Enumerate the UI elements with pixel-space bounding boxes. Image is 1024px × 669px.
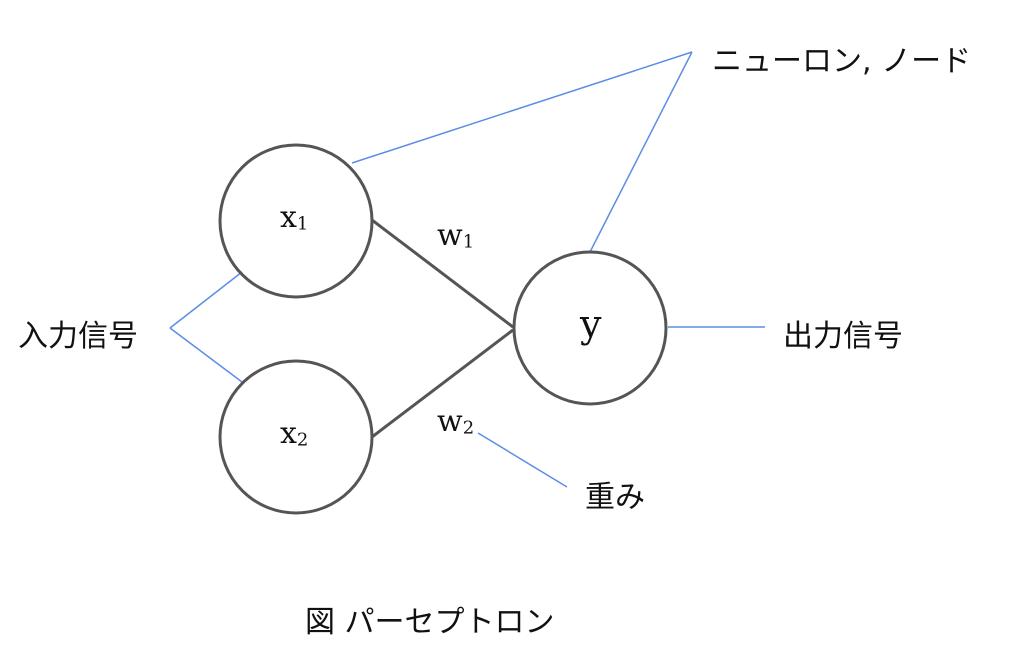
node-x2 [218,359,374,515]
edge-x2-y [371,328,514,439]
output-signal-label: 出力信号 [783,319,903,354]
node-x1-label: x1 [280,200,308,235]
input-pointer-line-x1 [169,271,243,329]
weight-w1-label: w1 [437,218,474,253]
node-x2-label: x2 [280,416,308,451]
neuron-pointer-line-y [589,51,693,253]
input-signal-label: 入力信号 [18,319,138,354]
w2-base: w [437,404,463,439]
x1-base: x [280,200,297,235]
weight-pointer-line [477,432,568,488]
node-y [512,250,668,406]
weight-w2-label: w2 [437,404,474,439]
w1-base: w [437,218,463,253]
neuron-pointer-line-x1 [351,51,693,164]
w2-subscript: 2 [462,417,475,439]
input-pointer-line-x2 [169,327,243,383]
edge-x1-y [371,218,514,329]
weight-label: 重み [585,480,645,515]
x2-base: x [280,416,297,451]
w1-subscript: 1 [462,231,475,253]
figure-caption: 図 パーセプトロン [305,605,555,640]
node-x1 [218,143,374,299]
x1-subscript: 1 [296,213,309,235]
node-y-label: y [580,302,601,346]
y-base: y [580,302,602,346]
x2-subscript: 2 [296,429,309,451]
neuron-node-label: ニューロン, ノード [712,44,972,79]
